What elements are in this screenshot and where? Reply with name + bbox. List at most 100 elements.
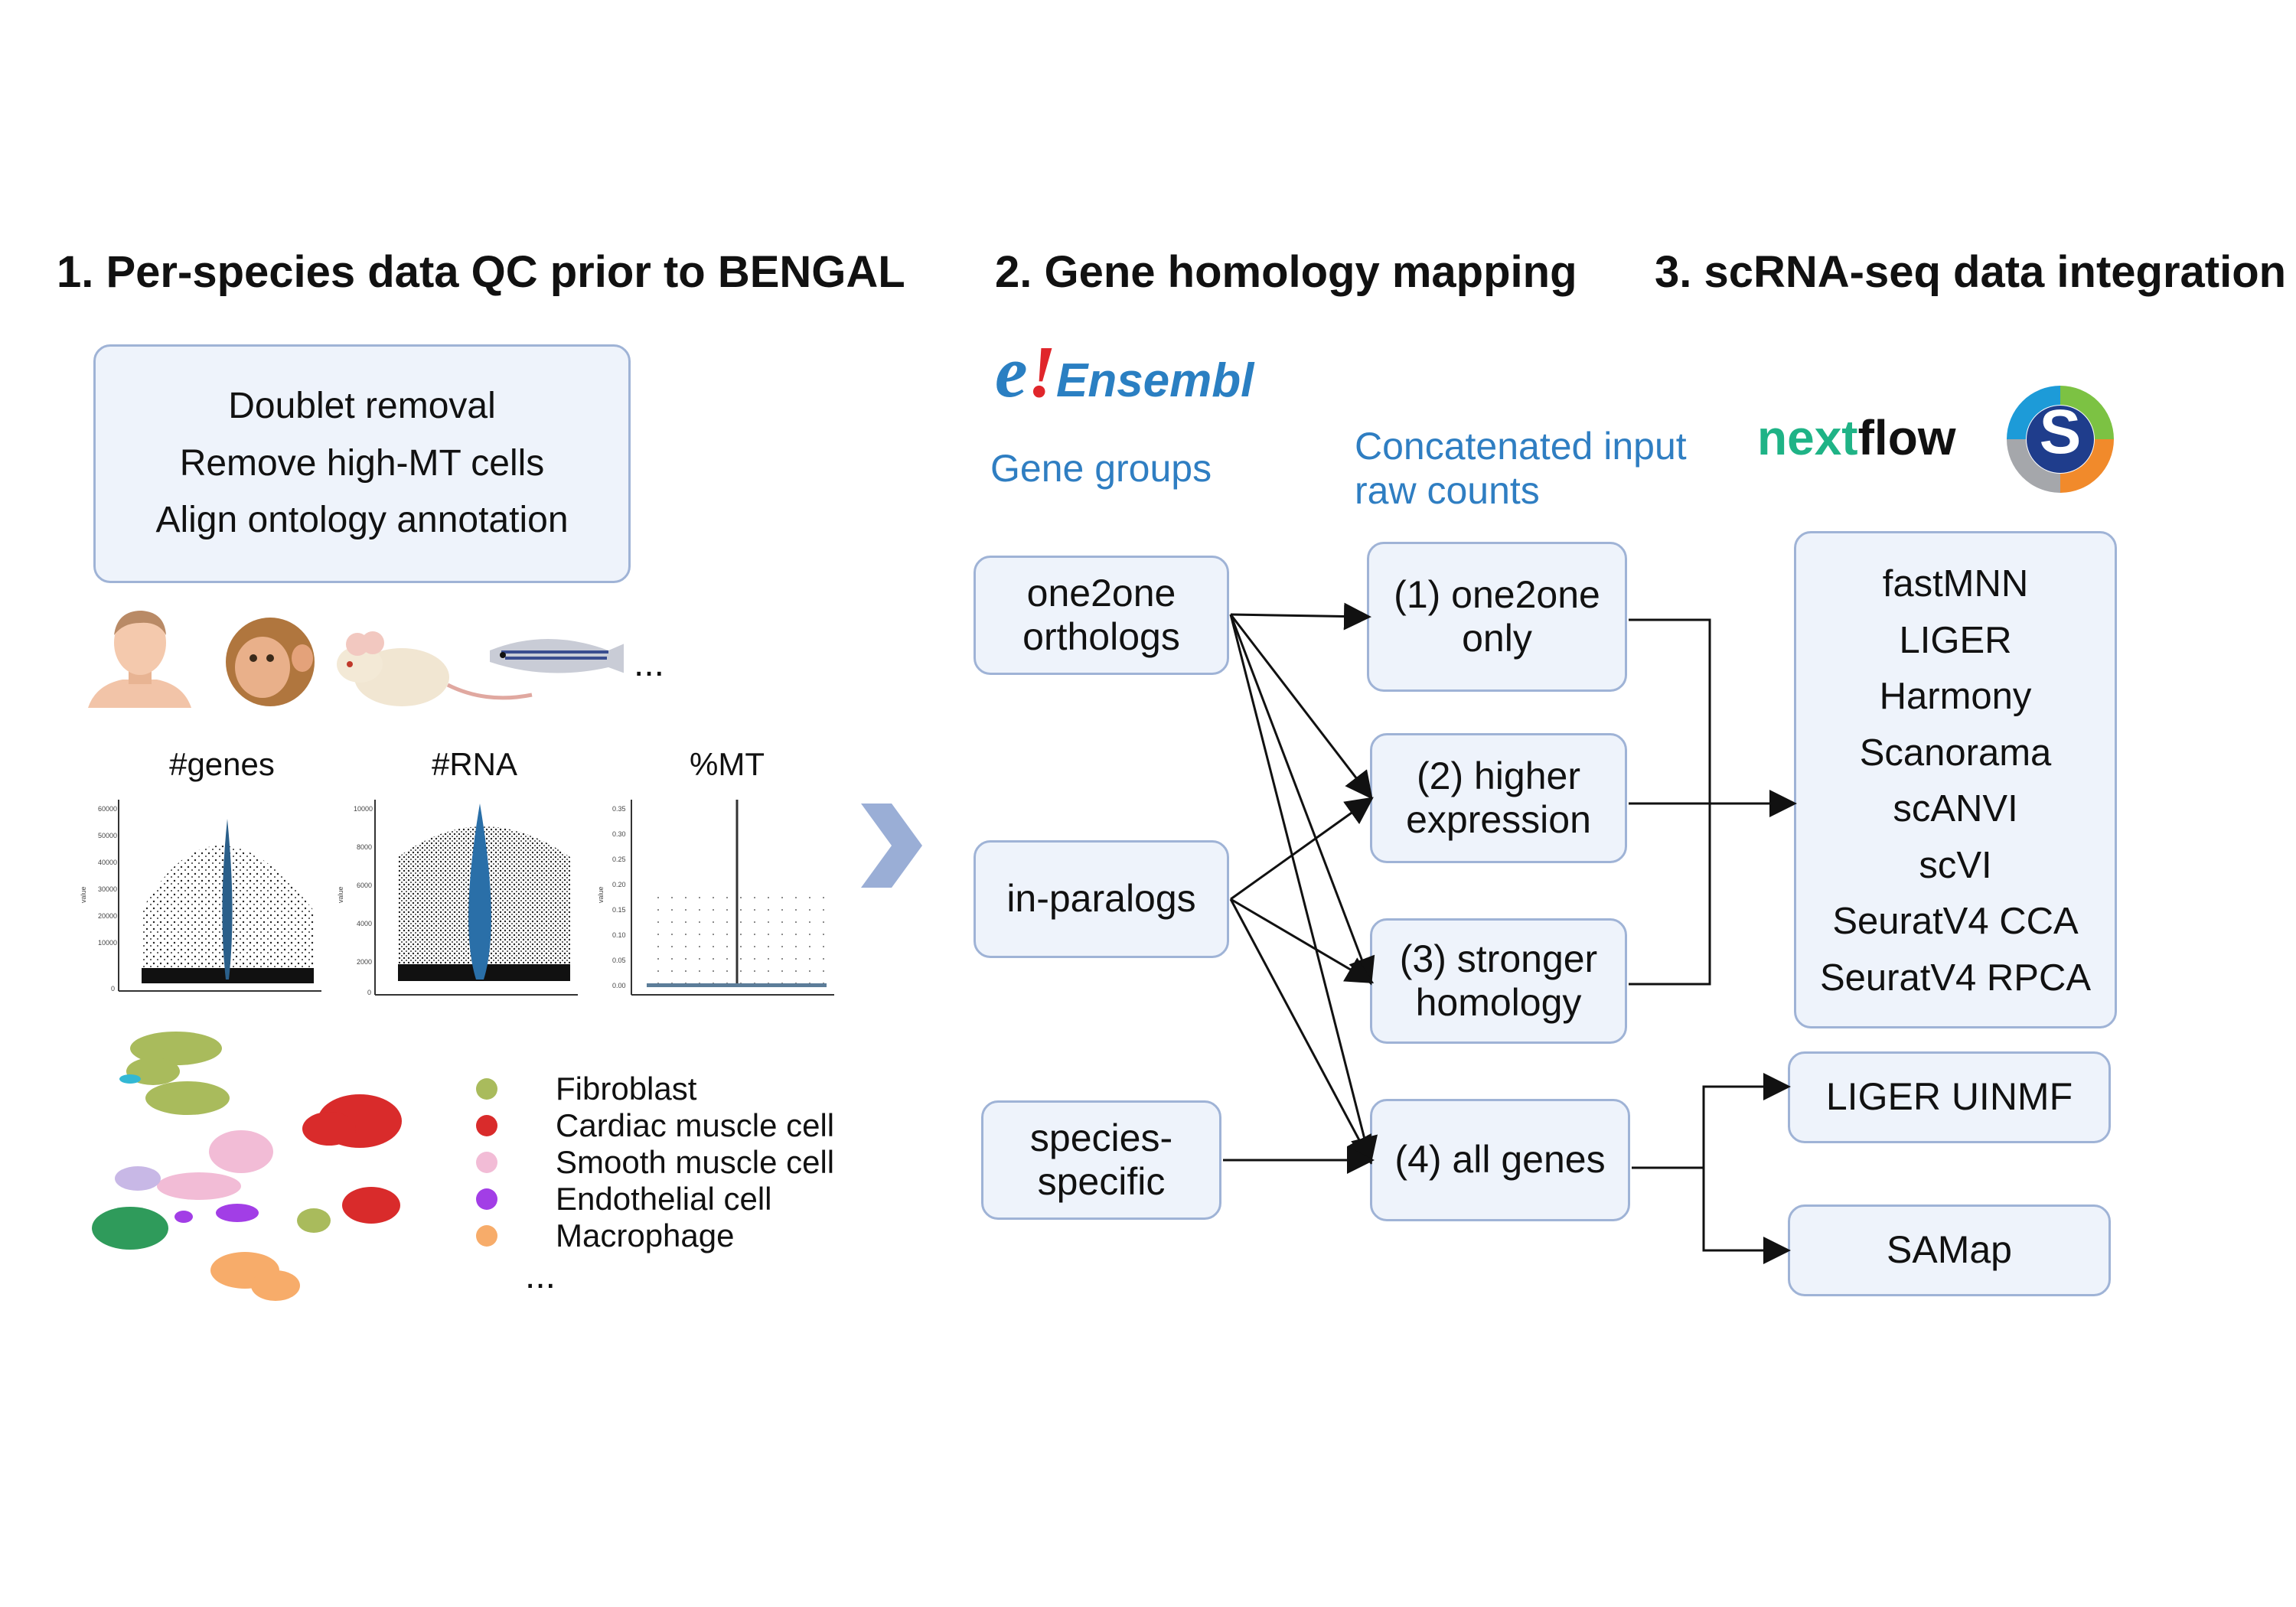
mouse-icon bbox=[337, 631, 533, 706]
more-species: ... bbox=[634, 644, 665, 684]
input-line: only bbox=[1462, 617, 1532, 660]
plot-title-mt: %MT bbox=[690, 746, 765, 782]
svg-text:0: 0 bbox=[367, 989, 371, 996]
legend-label: Smooth muscle cell bbox=[556, 1144, 835, 1180]
cluster-smooth-muscle bbox=[157, 1130, 273, 1200]
qc-step: Align ontology annotation bbox=[155, 500, 569, 541]
svg-text:0.35: 0.35 bbox=[612, 805, 626, 813]
legend-item: Macrophage bbox=[476, 1217, 834, 1254]
input-line: (2) higher bbox=[1417, 754, 1580, 797]
svg-text:60000: 60000 bbox=[98, 805, 117, 813]
legend-item: Cardiac muscle cell bbox=[476, 1107, 834, 1144]
svg-text:0.20: 0.20 bbox=[612, 881, 626, 888]
method-item: LIGER bbox=[1899, 619, 2012, 661]
gene-group-line: in-paralogs bbox=[1006, 877, 1196, 921]
method-item: scANVI bbox=[1893, 788, 2018, 830]
input-line: (1) one2one bbox=[1394, 572, 1600, 616]
method-samap: SAMap bbox=[1788, 1204, 2111, 1296]
svg-text:30000: 30000 bbox=[98, 885, 117, 893]
method-item: LIGER UINMF bbox=[1825, 1075, 2073, 1119]
svg-text:value: value bbox=[80, 886, 87, 903]
ensembl-logo: e!Ensembl bbox=[995, 329, 1254, 414]
gene-group-one2one: one2one orthologs bbox=[974, 556, 1229, 675]
cluster-endothelial bbox=[174, 1204, 259, 1223]
nextflow-logo-part: nex bbox=[1757, 410, 1842, 465]
svg-text:0.30: 0.30 bbox=[612, 830, 626, 838]
ensembl-logo-name: Ensembl bbox=[1055, 354, 1254, 407]
qc-steps-box: Doublet removal Remove high-MT cells Ali… bbox=[93, 344, 631, 583]
arrow-all-genes-to-liger-uinmf bbox=[1702, 1073, 1791, 1250]
arrow-paralogs-to-4 bbox=[1229, 898, 1372, 1165]
macaque-icon bbox=[226, 618, 315, 706]
legend-label: Cardiac muscle cell bbox=[556, 1107, 835, 1143]
svg-text:0.15: 0.15 bbox=[612, 906, 626, 914]
legend-swatch bbox=[476, 1225, 497, 1247]
nextflow-logo-part: t bbox=[1841, 410, 1858, 465]
legend-item: Smooth muscle cell bbox=[476, 1144, 834, 1181]
input-line: expression bbox=[1406, 798, 1591, 841]
svg-text:2000: 2000 bbox=[357, 958, 372, 966]
umap-clusters bbox=[92, 1032, 402, 1301]
ensembl-logo-e: e bbox=[995, 331, 1028, 412]
arrow-paralogs-to-3 bbox=[1230, 898, 1375, 984]
legend-swatch bbox=[476, 1188, 497, 1210]
svg-text:0.05: 0.05 bbox=[612, 957, 626, 964]
input-stronger-homology: (3) stronger homology bbox=[1370, 918, 1627, 1044]
violin-plot-genes: 60000 50000 40000 30000 20000 10000 0 va… bbox=[80, 800, 321, 993]
cluster-other bbox=[92, 1074, 168, 1250]
legend-label: Macrophage bbox=[556, 1217, 735, 1253]
method-item: Scanorama bbox=[1859, 732, 2052, 774]
bracket-inputs-1-3 bbox=[1629, 618, 1711, 986]
svg-text:20000: 20000 bbox=[98, 912, 117, 920]
snakemake-logo-letter: S bbox=[2039, 397, 2082, 467]
qc-violin-plots: 60000 50000 40000 30000 20000 10000 0 va… bbox=[80, 800, 834, 996]
zebrafish-icon bbox=[490, 639, 624, 673]
gene-group-line: specific bbox=[1037, 1160, 1166, 1203]
gene-group-species-specific: species- specific bbox=[981, 1100, 1221, 1220]
legend-label: Fibroblast bbox=[556, 1071, 697, 1107]
cluster-macrophage bbox=[210, 1252, 300, 1301]
concat-input-label: Concatenated input raw counts bbox=[1355, 425, 1687, 513]
concat-input-line: raw counts bbox=[1355, 468, 1540, 512]
legend-swatch bbox=[476, 1078, 497, 1100]
heading-qc: 1. Per-species data QC prior to BENGAL bbox=[57, 247, 905, 297]
snakemake-logo-ring bbox=[2007, 386, 2114, 493]
plot-title-genes: #genes bbox=[169, 746, 275, 782]
legend-swatch bbox=[476, 1152, 497, 1173]
input-line: homology bbox=[1415, 981, 1582, 1024]
concat-input-line: Concatenated input bbox=[1355, 425, 1687, 468]
qc-step: Doublet removal bbox=[228, 386, 496, 427]
snakemake-logo: S bbox=[1999, 378, 2122, 500]
svg-text:10000: 10000 bbox=[98, 939, 117, 947]
gene-group-line: species- bbox=[1029, 1116, 1173, 1159]
plot-title-rna: #RNA bbox=[431, 746, 518, 782]
input-one2one-only: (1) one2one only bbox=[1367, 542, 1627, 692]
legend-label: Endothelial cell bbox=[556, 1181, 772, 1217]
svg-text:value: value bbox=[337, 886, 344, 903]
svg-text:value: value bbox=[597, 886, 605, 903]
nextflow-logo: nextflow bbox=[1757, 409, 1956, 466]
svg-text:6000: 6000 bbox=[357, 882, 372, 889]
arrow-one2one-to-4 bbox=[1229, 614, 1378, 1165]
gene-group-line: orthologs bbox=[1022, 615, 1180, 658]
arrow-all-genes-to-samap bbox=[1702, 1168, 1791, 1264]
svg-text:4000: 4000 bbox=[357, 920, 372, 927]
arrow-one2one-to-3 bbox=[1229, 614, 1375, 986]
heading-integration: 3. scRNA-seq data integration bbox=[1655, 247, 2287, 297]
legend-item: Endothelial cell bbox=[476, 1181, 834, 1217]
method-item: scVI bbox=[1919, 844, 1992, 886]
arrow-paralogs-to-2 bbox=[1230, 797, 1374, 901]
input-all-genes: (4) all genes bbox=[1370, 1099, 1630, 1221]
svg-text:0.00: 0.00 bbox=[612, 982, 626, 989]
cell-type-legend: Fibroblast Cardiac muscle cell Smooth mu… bbox=[476, 1071, 834, 1254]
method-item: SAMap bbox=[1887, 1228, 2012, 1272]
method-item: Harmony bbox=[1879, 676, 2032, 717]
arrow-one2one-to-2 bbox=[1229, 614, 1373, 800]
method-item: SeuratV4 RPCA bbox=[1819, 957, 2092, 999]
legend-more: ... bbox=[525, 1256, 556, 1296]
nextflow-logo-part: flow bbox=[1857, 410, 1956, 465]
heading-homology: 2. Gene homology mapping bbox=[995, 247, 1577, 297]
legend-swatch bbox=[476, 1115, 497, 1136]
gene-group-line: one2one bbox=[1026, 571, 1176, 614]
